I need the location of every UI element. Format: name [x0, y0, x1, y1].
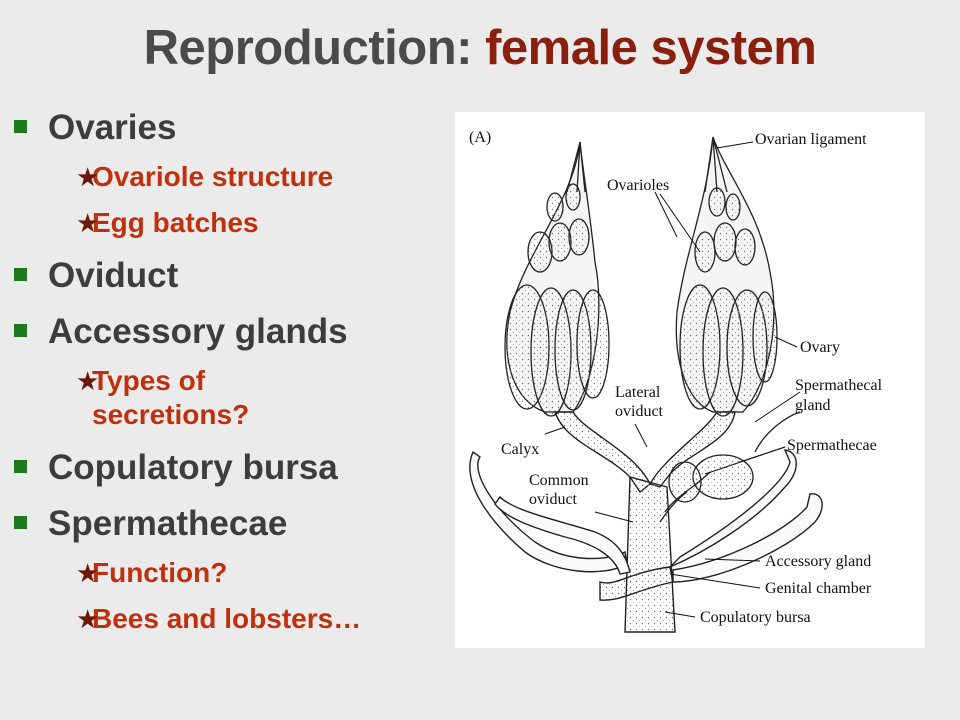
sub-bullet-bees-and-lobsters: ★ Bees and lobsters… [48, 602, 454, 636]
square-bullet-icon [14, 268, 27, 281]
sub-bullet-function: ★ Function? [48, 556, 454, 590]
bullet-oviduct: Oviduct [14, 256, 454, 296]
star-bullet-icon: ★ [76, 366, 100, 396]
bullet-copulatory-bursa: Copulatory bursa [14, 448, 454, 488]
label-ovary: Ovary [800, 339, 840, 356]
label-common-oviduct-line2: oviduct [529, 491, 578, 508]
panel-letter: (A) [469, 129, 491, 146]
sub-bullet-label: Types of secretions? [92, 365, 250, 430]
label-accessory-gland: Accessory gland [765, 553, 871, 570]
star-bullet-icon: ★ [76, 162, 100, 192]
sub-bullet-label: Function? [92, 557, 228, 588]
bullet-label: Oviduct [48, 256, 179, 295]
accessory-glands [469, 449, 823, 583]
sub-bullet-ovariole-structure: ★ Ovariole structure [48, 160, 454, 194]
star-bullet-icon: ★ [76, 208, 100, 238]
label-ovarioles: Ovarioles [607, 177, 669, 194]
bullet-ovaries: Ovaries ★ Ovariole structure ★ Egg batch… [14, 108, 454, 240]
label-spermathecal-gland-line2: gland [795, 397, 831, 414]
square-bullet-icon [14, 120, 27, 133]
star-bullet-icon: ★ [76, 558, 100, 588]
label-spermathecae: Spermathecae [787, 437, 877, 454]
right-ovary [675, 136, 778, 417]
label-lateral-oviduct-line2: oviduct [615, 403, 664, 420]
sub-bullet-label: Bees and lobsters… [92, 603, 362, 634]
label-spermathecal-gland-line1: Spermathecal [795, 377, 883, 394]
label-lateral-oviduct-line1: Lateral [615, 384, 661, 401]
oviducts [554, 411, 736, 633]
leader-lines [544, 141, 801, 618]
sub-bullet-egg-batches: ★ Egg batches [48, 206, 454, 240]
title-prefix: Reproduction: [143, 21, 486, 75]
bullet-accessory-glands: Accessory glands ★ Types of secretions? [14, 312, 454, 432]
bullet-spermathecae: Spermathecae ★ Function? ★ Bees and lobs… [14, 504, 454, 636]
slide-title: Reproduction: female system [0, 20, 960, 76]
bullet-label: Spermathecae [48, 504, 288, 543]
bullet-label: Ovaries [48, 108, 177, 147]
square-bullet-icon [14, 324, 27, 337]
sub-bullet-types-of-secretions: ★ Types of secretions? [48, 364, 454, 432]
label-genital-chamber: Genital chamber [765, 580, 872, 597]
spermathecae-structure [659, 411, 801, 523]
label-calyx: Calyx [501, 441, 539, 458]
anatomy-figure: (A) Ovarian ligament Ovarioles Ovary Lat… [455, 112, 925, 648]
label-copulatory-bursa: Copulatory bursa [700, 609, 811, 626]
bullet-label: Accessory glands [48, 312, 348, 351]
bullet-list: Ovaries ★ Ovariole structure ★ Egg batch… [14, 108, 454, 636]
left-ovary [504, 141, 610, 417]
square-bullet-icon [14, 460, 27, 473]
square-bullet-icon [14, 516, 27, 529]
bullet-label: Copulatory bursa [48, 448, 338, 487]
title-accent: female system [485, 21, 817, 75]
female-reproductive-system-diagram: (A) Ovarian ligament Ovarioles Ovary Lat… [469, 129, 883, 633]
label-common-oviduct-line1: Common [529, 472, 589, 489]
sub-bullet-label: Egg batches [92, 207, 259, 238]
star-bullet-icon: ★ [76, 604, 100, 634]
label-ovarian-ligament: Ovarian ligament [755, 131, 867, 148]
sub-bullet-label: Ovariole structure [92, 161, 334, 192]
